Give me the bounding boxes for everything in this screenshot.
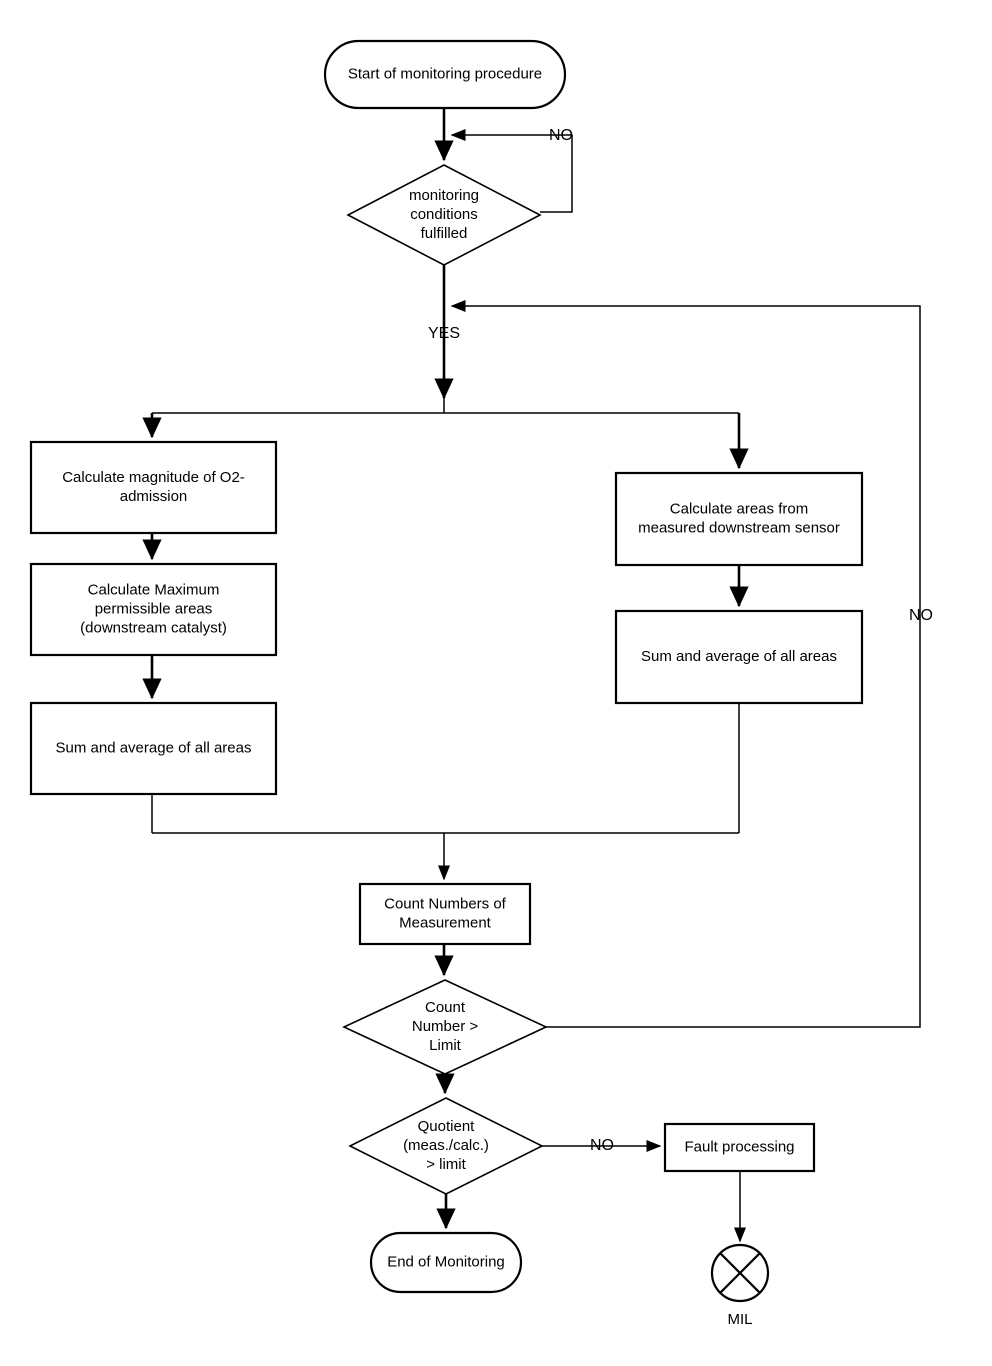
- process-sum-average-areas-left-label: Sum and average of all areas: [56, 739, 252, 756]
- process-calculate-o2-admission[interactable]: Calculate magnitude of O2-admission: [29, 440, 278, 535]
- edges-layer: [142, 108, 921, 1243]
- edge-condition-no-loop: [450, 129, 573, 213]
- end-terminator-box: [369, 1231, 523, 1294]
- decision-quotient-limit-label: Quotient(meas./calc.)> limit: [403, 1118, 489, 1173]
- edge-labels-layer: NO YES NO NO: [428, 127, 933, 1154]
- edge-count-limit-no-return: [450, 300, 921, 1028]
- end-terminator[interactable]: End of Monitoring: [369, 1231, 523, 1294]
- process-calculate-areas-measured-sensor-box: [614, 471, 864, 567]
- process-count-numbers-of-measurement-box: [358, 882, 532, 946]
- edge-label-no-right: NO: [909, 607, 933, 624]
- mil-indicator-lamp-caption: MIL: [727, 1311, 752, 1328]
- decision-quotient-limit-box: [348, 1097, 544, 1195]
- start-terminator-label: Start of monitoring procedure: [348, 65, 542, 82]
- decision-count-number-limit-box: [342, 979, 548, 1075]
- edge-label-no-quotient: NO: [590, 1137, 614, 1154]
- process-calculate-o2-admission-box: [29, 440, 278, 535]
- edge-label-yes: YES: [428, 325, 460, 342]
- start-terminator-box: [323, 39, 567, 110]
- edge-label-no-top: NO: [549, 127, 573, 144]
- process-fault-processing[interactable]: Fault processing: [663, 1122, 816, 1173]
- process-sum-average-areas-right-label: Sum and average of all areas: [641, 648, 837, 665]
- end-terminator-label: End of Monitoring: [387, 1253, 505, 1270]
- process-sum-average-areas-left[interactable]: Sum and average of all areas: [29, 701, 278, 796]
- decision-monitoring-conditions-box: [346, 164, 542, 266]
- process-fault-processing-box: [663, 1122, 816, 1173]
- process-sum-average-areas-right[interactable]: Sum and average of all areas: [614, 609, 864, 705]
- process-fault-processing-label: Fault processing: [684, 1138, 794, 1155]
- process-calculate-o2-admission-label: Calculate magnitude of O2-admission: [62, 469, 245, 505]
- process-sum-average-areas-right-box: [614, 609, 864, 705]
- mil-indicator-lamp-cross-b: [719, 1252, 761, 1294]
- decision-quotient-limit[interactable]: Quotient(meas./calc.)> limit: [348, 1097, 544, 1195]
- process-calculate-maximum-permissible-areas-box: [29, 562, 278, 657]
- process-sum-average-areas-left-box: [29, 701, 278, 796]
- start-terminator[interactable]: Start of monitoring procedure: [323, 39, 567, 110]
- mil-indicator-lamp[interactable]: MIL: [710, 1243, 770, 1328]
